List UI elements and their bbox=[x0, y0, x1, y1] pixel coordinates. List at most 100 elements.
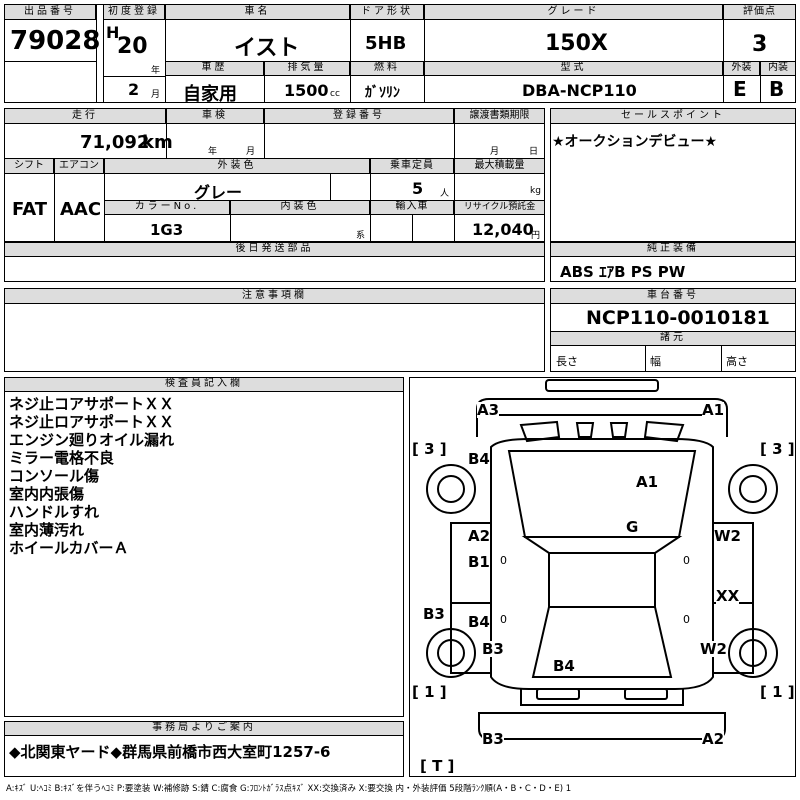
inspector-note: ハンドルすれ bbox=[9, 503, 100, 521]
inspection-month-unit: 月 bbox=[246, 147, 256, 157]
later-parts-label: 後日発送部品 bbox=[4, 242, 545, 257]
interior-label: 内装 bbox=[760, 61, 796, 76]
selling-value: ★オークションデビュー★ bbox=[552, 134, 718, 150]
mark-tire-front-left: [ 3 ] bbox=[412, 440, 447, 458]
mark-tire-rear-right: [ 1 ] bbox=[760, 683, 795, 701]
equip-label: 純正装備 bbox=[550, 242, 796, 257]
equip-value: ABS ｴｱB PS PW bbox=[560, 263, 686, 281]
grade-value: 150X bbox=[545, 31, 608, 56]
transfer-label: 譲渡書類期限 bbox=[454, 108, 545, 124]
fuel-value: ｶﾞｿﾘﾝ bbox=[365, 85, 400, 101]
mark-a1-hood: A1 bbox=[636, 473, 659, 491]
score-label: 評価点 bbox=[723, 4, 796, 20]
score-value: 3 bbox=[752, 32, 768, 57]
mark-w2-rear-right: W2 bbox=[700, 640, 727, 658]
inspector-notes: ネジ止コアサポートＸＸ ネジ止ロアサポートＸＸ エンジン廻りオイル漏れ ミラー電… bbox=[9, 395, 174, 557]
mark-a1-front-right: A1 bbox=[702, 401, 725, 419]
shift-label: シフト bbox=[4, 158, 54, 174]
fuel-label: 燃料 bbox=[350, 61, 424, 76]
height-label: 高さ bbox=[726, 355, 748, 368]
model-label: 型式 bbox=[424, 61, 723, 76]
first-reg-label: 初度登録 bbox=[103, 4, 165, 20]
history-value: 自家用 bbox=[183, 84, 237, 105]
mark-g-windshield: G bbox=[626, 518, 639, 536]
car-diagram-frame bbox=[409, 377, 796, 777]
mark-b3-bumper-rear: B3 bbox=[482, 730, 504, 748]
history-label: 車歴 bbox=[165, 61, 264, 76]
ext-color-value: グレー bbox=[194, 183, 243, 202]
mark-tire-front-right: [ 3 ] bbox=[760, 440, 795, 458]
mark-a2-bumper-rear: A2 bbox=[702, 730, 725, 748]
transfer-day-unit: 日 bbox=[529, 147, 539, 157]
inspector-note: 室内薄汚れ bbox=[9, 521, 85, 539]
door-label: ドア形状 bbox=[350, 4, 424, 20]
capacity-value: 5 bbox=[412, 179, 424, 198]
mark-b1-door-left: B1 bbox=[468, 553, 490, 571]
selling-label: セールスポイント bbox=[550, 108, 796, 124]
chassis-value: NCP110-0010181 bbox=[586, 307, 770, 329]
inspector-note: コンソール傷 bbox=[9, 467, 100, 485]
era-value: H bbox=[106, 23, 120, 42]
mileage-unit: km bbox=[142, 132, 173, 153]
ext-color-label: 外装色 bbox=[104, 158, 370, 174]
door-value: 5HB bbox=[365, 33, 407, 54]
notes-label: 注意事項欄 bbox=[4, 288, 545, 304]
office-value: ◆北関東ヤード◆群馬県前橋市西大室町1257-6 bbox=[9, 743, 331, 761]
mileage-label: 走行 bbox=[4, 108, 166, 124]
chassis-label: 車台番号 bbox=[550, 288, 796, 304]
inspection-label: 車検 bbox=[166, 108, 264, 124]
capacity-label: 乗車定員 bbox=[370, 158, 454, 174]
mark-zero: 0 bbox=[500, 553, 507, 569]
mileage-value: 71,092 bbox=[80, 132, 150, 153]
colorno-label: カラーNo. bbox=[104, 200, 230, 215]
inspector-note: ネジ止コアサポートＸＸ bbox=[9, 395, 175, 413]
length-label: 長さ bbox=[556, 355, 578, 368]
inspector-note: エンジン廻りオイル漏れ bbox=[9, 431, 175, 449]
year-value: 20 bbox=[117, 34, 148, 59]
transfer-month-unit: 月 bbox=[490, 147, 500, 157]
car-name-value: イスト bbox=[234, 36, 300, 61]
int-color-unit: 系 bbox=[356, 231, 366, 241]
office-label: 事務局よりご案内 bbox=[4, 721, 404, 736]
mark-b4-front: B4 bbox=[468, 450, 490, 468]
mark-a2-fender-left: A2 bbox=[468, 527, 491, 545]
mark-trunk: [ T ] bbox=[420, 757, 455, 775]
car-diagram bbox=[426, 379, 778, 740]
mark-xx-door-right: XX bbox=[716, 587, 740, 605]
recycle-value: 12,040 bbox=[472, 220, 534, 239]
mark-b4-door-left: B4 bbox=[468, 613, 490, 631]
spec-label: 諸元 bbox=[550, 331, 796, 346]
inspector-note: ネジ止ロアサポートＸＸ bbox=[9, 413, 175, 431]
inspector-note: ミラー電格不良 bbox=[9, 449, 115, 467]
mark-zero: 0 bbox=[683, 553, 690, 569]
mark-w2-fender-right: W2 bbox=[714, 527, 741, 545]
interior-value: B bbox=[769, 77, 785, 101]
recycle-unit: 円 bbox=[531, 231, 541, 241]
displacement-value: 1500 bbox=[284, 81, 329, 100]
legend: A:ｷｽﾞ U:ﾍｺﾐ B:ｷｽﾞを伴うﾍｺﾐ P:要塗装 W:補修跡 S:錆 … bbox=[6, 784, 572, 794]
capacity-unit: 人 bbox=[440, 189, 450, 199]
mark-a3-front-left: A3 bbox=[477, 401, 500, 419]
model-value: DBA-NCP110 bbox=[522, 81, 637, 100]
ac-value: AAC bbox=[60, 199, 102, 220]
displacement-unit: cc bbox=[330, 89, 340, 99]
mark-tire-rear-left: [ 1 ] bbox=[412, 683, 447, 701]
colorno-value: 1G3 bbox=[150, 221, 184, 239]
grade-label: グレード bbox=[424, 4, 723, 20]
lot-value: 79028 bbox=[10, 26, 101, 56]
inspector-label: 検査員記入欄 bbox=[4, 377, 404, 392]
inspector-note: ホイールカバーＡ bbox=[9, 539, 129, 557]
month-unit: 月 bbox=[151, 90, 161, 100]
mark-zero: 0 bbox=[500, 612, 507, 628]
mark-zero: 0 bbox=[683, 612, 690, 628]
month-value: 2 bbox=[128, 80, 140, 99]
ac-label: エアコン bbox=[54, 158, 104, 174]
exterior-value: E bbox=[733, 77, 747, 101]
mark-b3-sill-left: B3 bbox=[423, 605, 445, 623]
shift-value: FAT bbox=[12, 199, 48, 220]
year-unit: 年 bbox=[151, 66, 161, 76]
exterior-label: 外装 bbox=[723, 61, 760, 76]
displacement-label: 排気量 bbox=[264, 61, 350, 76]
lot-label: 出品番号 bbox=[4, 4, 96, 20]
inspection-year-unit: 年 bbox=[208, 147, 218, 157]
